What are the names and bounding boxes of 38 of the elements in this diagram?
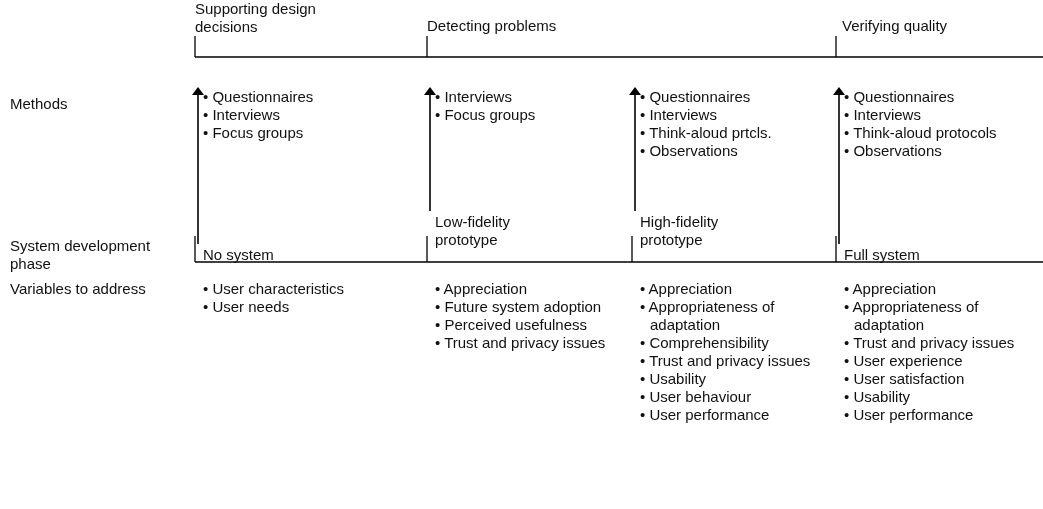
variable-item: • Trust and privacy issues (640, 352, 812, 370)
variable-item: • User experience (844, 352, 964, 370)
arrow (424, 87, 436, 212)
arrow (629, 87, 641, 212)
row-heading: System development phase (10, 237, 152, 273)
variable-item: • Trust and privacy issues (844, 334, 1016, 352)
phase-name: No system (203, 246, 403, 264)
row-heading: Variables to address (10, 280, 147, 298)
phase-name: Full system (844, 246, 1024, 264)
arrow (192, 87, 204, 245)
method-list: • Questionnaires • Interviews • Think-aloud prtcls. • Observations (640, 88, 830, 160)
method-list: • Questionnaires • Interviews • Focus groups (203, 88, 413, 142)
variable-item: • User behaviour (640, 388, 753, 406)
column-heading: Detecting problems (427, 17, 558, 35)
variable-item: • User satisfaction (844, 370, 966, 388)
variable-item: • Appreciation (435, 280, 528, 298)
column-heading: Verifying quality (842, 17, 949, 35)
row-heading: Methods (10, 95, 69, 113)
variable-item: • Usability (640, 370, 708, 388)
variable-item: • User needs (203, 298, 291, 316)
column-heading: Supporting design decisions (195, 0, 317, 36)
variable-item: • Appreciation (844, 280, 937, 298)
variable-item: • Appreciation (640, 280, 733, 298)
method-list: • Questionnaires • Interviews • Think-aloud protocols • Observations (844, 88, 1039, 160)
variable-item: • Usability (844, 388, 912, 406)
variable-item: • Future system adoption (435, 298, 603, 316)
method-list: • Interviews • Focus groups (435, 88, 625, 124)
variable-item: • User performance (640, 406, 771, 424)
variable-item: • Appropriateness of adaptation (640, 298, 776, 334)
variable-item: • Perceived usefulness (435, 316, 588, 334)
variable-item: • Appropriateness of adaptation (844, 298, 980, 334)
variable-item: • User performance (844, 406, 975, 424)
variable-item: • User characteristics (203, 280, 346, 298)
variable-item: • Trust and privacy issues (435, 334, 607, 352)
variable-item: • Comprehensibility (640, 334, 770, 352)
phase-name: Low-fidelity prototype (435, 213, 575, 249)
phase-name: High-fidelity prototype (640, 213, 780, 249)
arrow (833, 87, 845, 245)
